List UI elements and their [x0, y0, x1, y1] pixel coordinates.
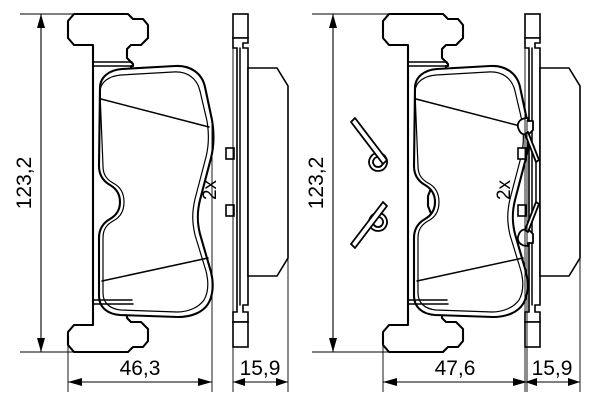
- arrow-thickness-right-end: [568, 378, 580, 386]
- edge-retention-lug-lower-right: [517, 204, 527, 217]
- arrow-height-right-bottom: [329, 338, 337, 352]
- edge-top-tab-right: [524, 13, 541, 39]
- view-pad-face-left: [66, 12, 215, 354]
- dimension-thickness-right: 15,9: [524, 14, 581, 392]
- arrow-height-left-bottom: [37, 338, 45, 352]
- edge-retention-lug-upper-left: [225, 147, 235, 160]
- arrow-width-right-end: [513, 378, 527, 386]
- friction-material-inner-contour-left: [99, 71, 209, 313]
- arrow-height-right-top: [329, 14, 337, 28]
- edge-friction-block-right: [539, 67, 581, 277]
- arrow-thickness-left-end: [276, 378, 288, 386]
- arrow-thickness-right-start: [525, 378, 537, 386]
- quantity-label-right: 2x: [494, 179, 515, 200]
- dim-label-height-left: 123,2: [13, 157, 36, 210]
- dimension-width-right: 47,6: [382, 120, 528, 392]
- view-pad-edge-right: [516, 13, 581, 348]
- spring-clip-leg-upper: [350, 117, 388, 165]
- arrow-width-left-end: [198, 378, 212, 386]
- view-pad-face-right: [350, 12, 530, 354]
- dimension-height-left: 123,2: [13, 13, 74, 353]
- edge-friction-block-left: [247, 67, 289, 277]
- dim-label-height-right: 123,2: [305, 157, 328, 210]
- friction-chamfer-line-lower-right: [416, 257, 524, 282]
- edge-retention-lug-lower-left: [225, 204, 235, 217]
- edge-retention-lug-upper-right: [517, 147, 527, 160]
- spring-clip-leg-lower: [350, 201, 388, 249]
- edge-top-tab-left: [232, 13, 249, 39]
- quantity-label-left: 2x: [200, 179, 221, 200]
- friction-material-outline-left: [97, 64, 215, 319]
- friction-chamfer-line-upper-left: [100, 98, 210, 128]
- dimension-width-left: 46,3: [67, 120, 213, 392]
- arrow-thickness-left-start: [233, 378, 245, 386]
- dim-label-width-right: 47,6: [435, 357, 476, 380]
- dim-label-width-left: 46,3: [120, 357, 161, 380]
- friction-chamfer-line-lower-left: [101, 257, 209, 282]
- dim-label-thickness-left: 15,9: [240, 357, 281, 380]
- dimension-thickness-left: 15,9: [232, 14, 289, 392]
- dim-label-thickness-right: 15,9: [532, 357, 573, 380]
- dimension-height-right: 123,2: [305, 13, 389, 353]
- arrow-height-left-top: [37, 14, 45, 28]
- friction-chamfer-line-upper-right: [415, 98, 525, 128]
- friction-material-outline-right: [412, 64, 530, 319]
- friction-material-inner-contour-right: [414, 71, 524, 313]
- view-pad-edge-left: [225, 13, 289, 348]
- arrow-width-right-start: [383, 378, 397, 386]
- edge-bottom-tab-left: [232, 321, 249, 348]
- arrow-width-left-start: [68, 378, 82, 386]
